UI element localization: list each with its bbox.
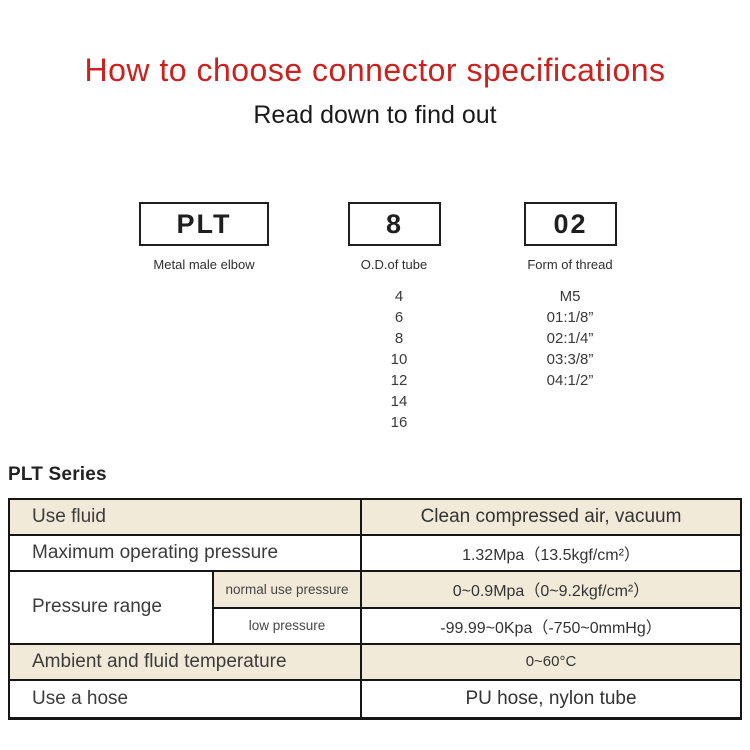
option-item: M5	[559, 288, 581, 305]
page-title: How to choose connector specifications	[84, 52, 666, 88]
option-item: 01:1/8”	[546, 309, 594, 326]
series-heading: PLT Series	[8, 464, 107, 485]
table-sublabel-low-pressure: low pressure	[214, 608, 362, 645]
thread-caption: Form of thread	[527, 257, 613, 272]
table-row-value-use-fluid: Clean compressed air, vacuum	[362, 500, 740, 537]
table-row-value-use-a-hose: PU hose, nylon tube	[465, 687, 637, 709]
thread-code-box: 02	[524, 202, 617, 246]
option-item: 16	[390, 414, 408, 431]
option-item: 10	[390, 351, 408, 368]
option-item: 12	[390, 372, 408, 389]
option-item: 02:1/4”	[546, 330, 594, 347]
table-row-value-max-pressure: 1.32Mpa（13.5kgf/cm²）	[362, 536, 740, 573]
option-item: 4	[394, 288, 404, 305]
table-row-value-temperature: 0~60°C	[362, 644, 740, 681]
specification-table: Use fluid Clean compressed air, vacuum M…	[8, 498, 742, 720]
option-item: 6	[394, 309, 404, 326]
page-subtitle: Read down to find out	[253, 101, 497, 129]
table-sublabel-normal-use-pressure: normal use pressure	[214, 572, 362, 609]
table-row-label-max-pressure: Maximum operating pressure	[10, 536, 362, 573]
option-item: 03:3/8”	[546, 351, 594, 368]
option-item: 8	[394, 330, 404, 347]
table-row-label-pressure-range: Pressure range	[10, 572, 214, 645]
tube-od-caption: O.D.of tube	[360, 257, 428, 272]
table-value-normal-use-pressure: 0~0.9Mpa（0~9.2kgf/cm²）	[362, 572, 740, 609]
series-code-caption: Metal male elbow	[153, 257, 255, 272]
tube-od-options-list: 4 6 8 10 12 14 16	[304, 286, 494, 433]
table-row-label-temperature: Ambient and fluid temperature	[10, 644, 362, 681]
table-value-low-pressure: -99.99~0Kpa（-750~0mmHg）	[362, 609, 740, 645]
table-row-label-use-fluid: Use fluid	[10, 500, 362, 537]
table-row-label-use-a-hose: Use a hose	[10, 680, 362, 717]
option-item: 04:1/2”	[546, 372, 594, 389]
thread-options-list: M5 01:1/8” 02:1/4” 03:3/8” 04:1/2”	[475, 286, 665, 391]
option-item: 14	[390, 393, 408, 410]
tube-od-code-box: 8	[348, 202, 441, 246]
series-code-box: PLT	[139, 202, 269, 246]
